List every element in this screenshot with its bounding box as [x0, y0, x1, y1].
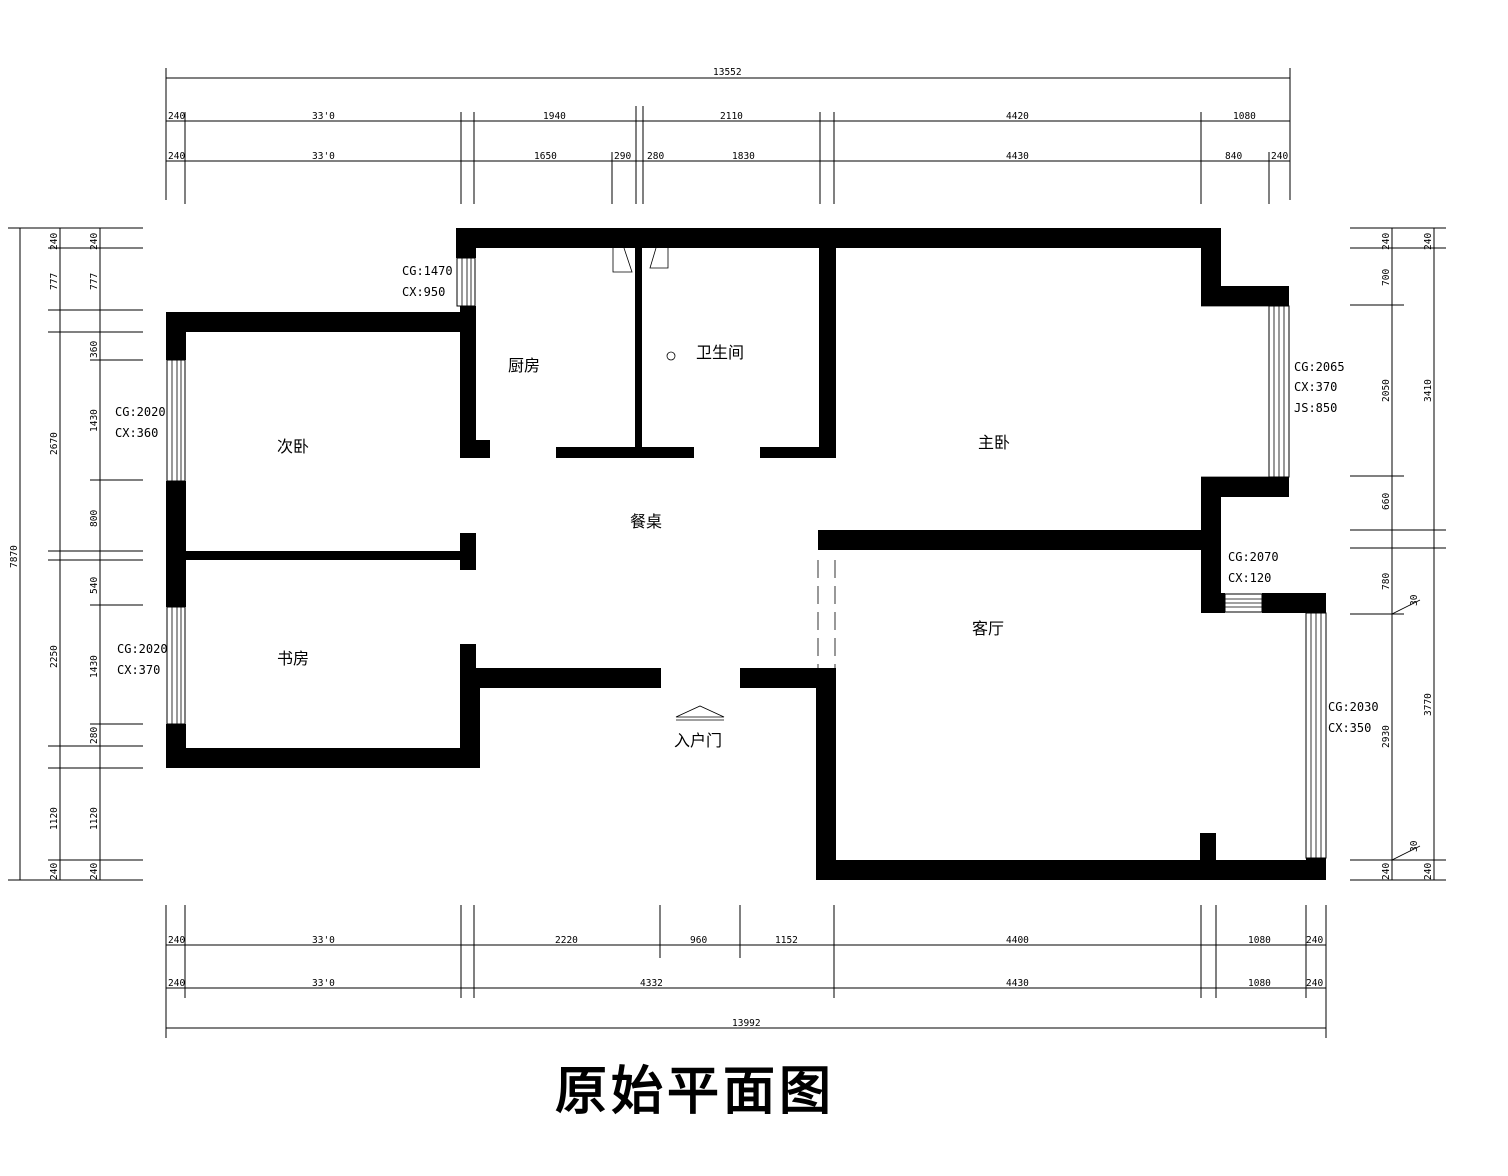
left-inner-dim-8: 280	[89, 727, 100, 744]
right-inner-dim-9: 240	[1381, 863, 1392, 880]
room-second-bedroom: 次卧	[277, 437, 309, 456]
right-outer-dim-1: 240	[1423, 233, 1434, 250]
left-inner-dim-10: 240	[89, 863, 100, 880]
bottom-dim-14: 240	[1306, 978, 1323, 989]
top-dim-13: 4430	[1006, 151, 1029, 162]
top-dim-4: 2110	[720, 111, 743, 122]
bottom-dim-3: 2220	[555, 935, 578, 946]
room-bathroom: 卫生间	[696, 343, 744, 362]
right-outer-dim-4: 240	[1423, 863, 1434, 880]
bottom-dim-8: 240	[1306, 935, 1323, 946]
left-outer-dim-3: 2670	[49, 432, 60, 455]
right-outer-dim-2: 3410	[1423, 379, 1434, 402]
room-kitchen: 厨房	[508, 356, 540, 375]
left-inner-dim-7: 1430	[89, 655, 100, 678]
top-dim-15: 240	[1271, 151, 1288, 162]
bottom-dimensions: 240 33'0 2220 960 1152 4400 1080 240 240…	[165, 905, 1327, 1038]
bathroom-fixtures	[612, 247, 676, 361]
left-inner-dim-3: 360	[89, 341, 100, 358]
bottom-dim-1: 240	[168, 935, 185, 946]
left-dimensions: 7870 240 777 2670 2250 1120 240 240 777 …	[8, 227, 143, 881]
entrance-marker-icon	[675, 705, 725, 721]
right-inner-dim-6: 30	[1409, 594, 1420, 606]
bottom-dim-10: 33'0	[312, 978, 335, 989]
left-inner-dim-4: 1430	[89, 409, 100, 432]
left-outer-dim-6: 240	[49, 863, 60, 880]
study-window-cg: CG:2020	[117, 642, 168, 656]
window-labels: CG:1470 CX:950 CG:2020 CX:360 CG:2020 CX…	[115, 264, 1379, 735]
windows	[166, 257, 1327, 859]
bottom-dim-13: 1080	[1248, 978, 1271, 989]
floor-drain-icon	[666, 351, 676, 361]
left-inner-dim-2: 777	[89, 273, 100, 290]
walls	[166, 228, 1326, 880]
top-dimensions: 13552 240 33'0 1940 2110 4420 1080 240 3…	[165, 67, 1291, 204]
right-inner-dim-3: 2050	[1381, 379, 1392, 402]
right-dimensions: 240 700 2050 660 780 30 2930 30 240 240 …	[1350, 227, 1446, 881]
right-inner-dim-8: 30	[1409, 840, 1420, 852]
master-window-js: JS:850	[1294, 401, 1337, 415]
master-window-cx: CX:370	[1294, 380, 1337, 394]
top-dim-11: 280	[647, 151, 664, 162]
kitchen-window-cx: CX:950	[402, 285, 445, 299]
top-dim-5: 4420	[1006, 111, 1029, 122]
second-bedroom-window-cg: CG:2020	[115, 405, 166, 419]
left-inner-dim-9: 1120	[89, 807, 100, 830]
top-dim-6: 1080	[1233, 111, 1256, 122]
bottom-dim-9: 240	[168, 978, 185, 989]
top-dim-2: 33'0	[312, 111, 335, 122]
living-window-cg: CG:2030	[1328, 700, 1379, 714]
top-dim-12: 1830	[732, 151, 755, 162]
bottom-dim-11: 4332	[640, 978, 663, 989]
bottom-dim-4: 960	[690, 935, 707, 946]
right-inner-dim-4: 660	[1381, 493, 1392, 510]
right-outer-dim-3: 3770	[1423, 693, 1434, 716]
living-small-window-cg: CG:2070	[1228, 550, 1279, 564]
bottom-dim-2: 33'0	[312, 935, 335, 946]
study-window-cx: CX:370	[117, 663, 160, 677]
living-small-window-cx: CX:120	[1228, 571, 1271, 585]
kitchen-window-cg: CG:1470	[402, 264, 453, 278]
room-dining-table: 餐桌	[630, 512, 662, 531]
right-inner-dim-7: 2930	[1381, 725, 1392, 748]
living-window-cx: CX:350	[1328, 721, 1371, 735]
bottom-dim-5: 1152	[775, 935, 798, 946]
left-outer-dim-5: 1120	[49, 807, 60, 830]
top-dim-14: 840	[1225, 151, 1242, 162]
master-window-cg: CG:2065	[1294, 360, 1345, 374]
page-title: 原始平面图	[555, 1061, 836, 1122]
left-outer-dim-2: 777	[49, 273, 60, 290]
bottom-total-dim: 13992	[732, 1018, 761, 1029]
room-entrance: 入户门	[674, 731, 722, 750]
top-dim-8: 33'0	[312, 151, 335, 162]
second-bedroom-window-cx: CX:360	[115, 426, 158, 440]
top-dim-7: 240	[168, 151, 185, 162]
left-inner-dim-1: 240	[89, 233, 100, 250]
right-inner-dim-2: 700	[1381, 269, 1392, 286]
left-inner-dim-6: 540	[89, 577, 100, 594]
room-living-room: 客厅	[972, 619, 1004, 638]
left-outer-dim-1: 240	[49, 233, 60, 250]
right-inner-dim-1: 240	[1381, 233, 1392, 250]
bottom-dim-7: 1080	[1248, 935, 1271, 946]
left-outer-dim-4: 2250	[49, 645, 60, 668]
top-dim-9: 1650	[534, 151, 557, 162]
room-study: 书房	[277, 649, 309, 668]
left-total-dim: 7870	[9, 545, 20, 568]
bottom-dim-6: 4400	[1006, 935, 1029, 946]
room-labels: 厨房 卫生间 次卧 主卧 餐桌 书房 客厅 入户门	[277, 343, 1010, 750]
top-dim-3: 1940	[543, 111, 566, 122]
room-master-bedroom: 主卧	[978, 433, 1010, 452]
top-dim-1: 240	[168, 111, 185, 122]
top-total-dim: 13552	[713, 67, 742, 78]
top-dim-10: 290	[614, 151, 631, 162]
right-inner-dim-5: 780	[1381, 573, 1392, 590]
bottom-dim-12: 4430	[1006, 978, 1029, 989]
left-inner-dim-5: 800	[89, 510, 100, 527]
